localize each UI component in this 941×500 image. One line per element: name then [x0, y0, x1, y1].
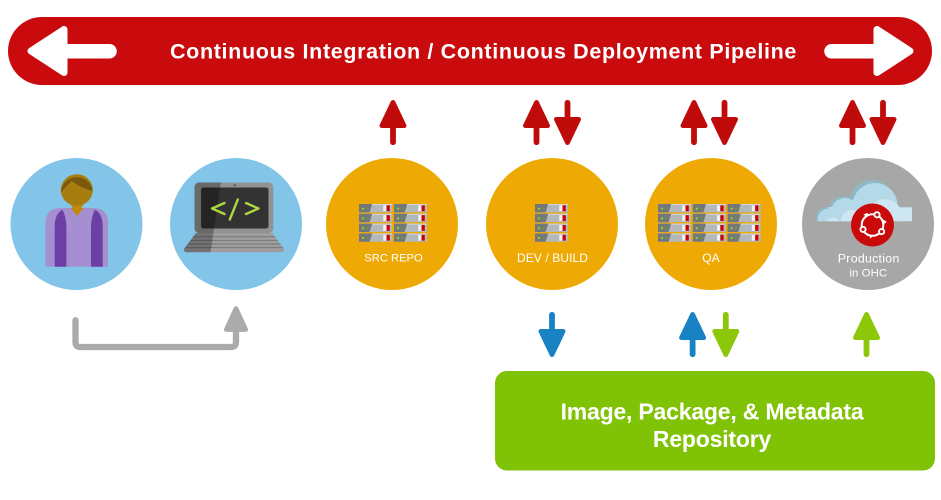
- svg-text:in OHC: in OHC: [849, 268, 887, 280]
- svg-text:SRC REPO: SRC REPO: [364, 253, 423, 265]
- svg-text:Image, Package, & Metadata: Image, Package, & Metadata: [561, 399, 864, 425]
- svg-text:Continuous Integration / Conti: Continuous Integration / Continuous Depl…: [170, 40, 797, 64]
- svg-text:Repository: Repository: [653, 426, 772, 452]
- svg-text:Production: Production: [838, 251, 900, 265]
- svg-text:DEV / BUILD: DEV / BUILD: [517, 251, 588, 265]
- svg-text:QA: QA: [702, 251, 720, 265]
